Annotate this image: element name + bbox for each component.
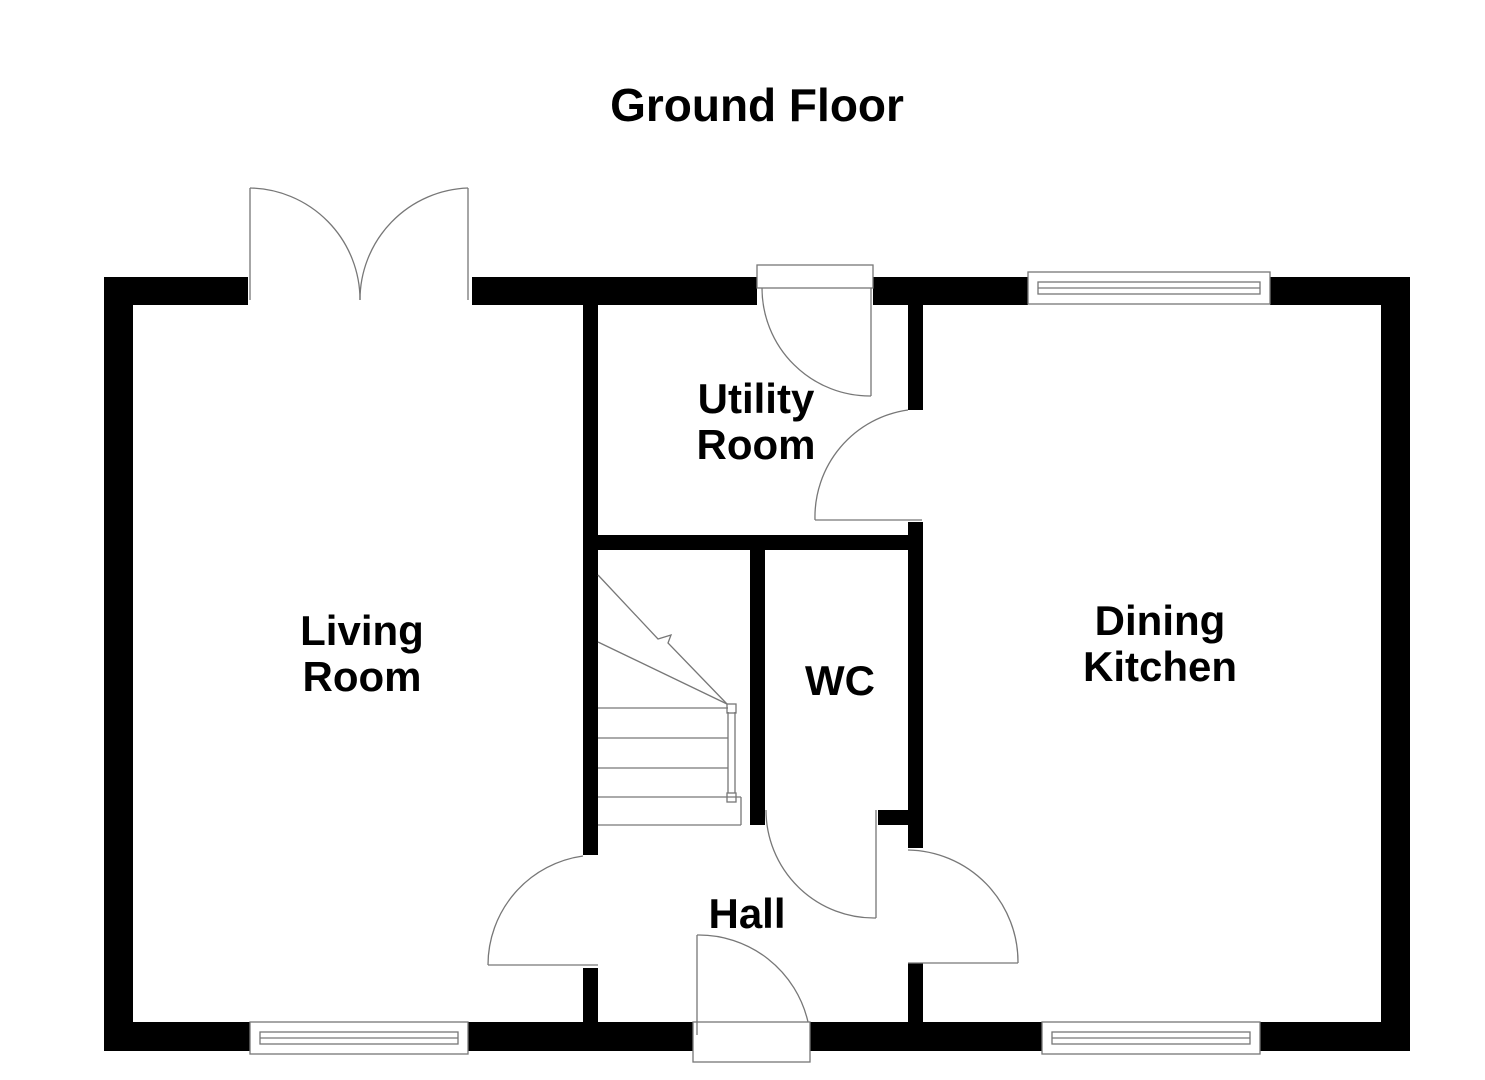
wc-door: [765, 809, 877, 919]
wc-label: WC: [805, 657, 875, 704]
room-labels: Living Room Utility Room WC Dining Kitch…: [300, 375, 1237, 937]
dining-kitchen-label-2: Kitchen: [1083, 643, 1237, 690]
utility-kitchen-door: [814, 409, 922, 521]
walls: [104, 277, 1410, 1051]
window-kitchen-rear: [1027, 271, 1271, 305]
window-living-front: [249, 1021, 469, 1055]
dining-kitchen-label-1: Dining: [1095, 597, 1226, 644]
utility-room-label-1: Utility: [698, 375, 815, 422]
plan-title: Ground Floor: [610, 79, 904, 131]
french-doors: [249, 187, 469, 301]
staircase: [597, 574, 742, 826]
front-door: [692, 934, 811, 1063]
utility-back-door: [756, 264, 874, 397]
living-door: [487, 855, 598, 966]
living-room-label-2: Room: [303, 653, 422, 700]
doors: [249, 187, 1019, 1063]
windows: [249, 271, 1271, 1055]
window-kitchen-front: [1041, 1021, 1261, 1055]
utility-room-label-2: Room: [697, 421, 816, 468]
hall-label: Hall: [708, 890, 785, 937]
living-room-label-1: Living: [300, 607, 424, 654]
kitchen-hall-door: [907, 849, 1019, 964]
